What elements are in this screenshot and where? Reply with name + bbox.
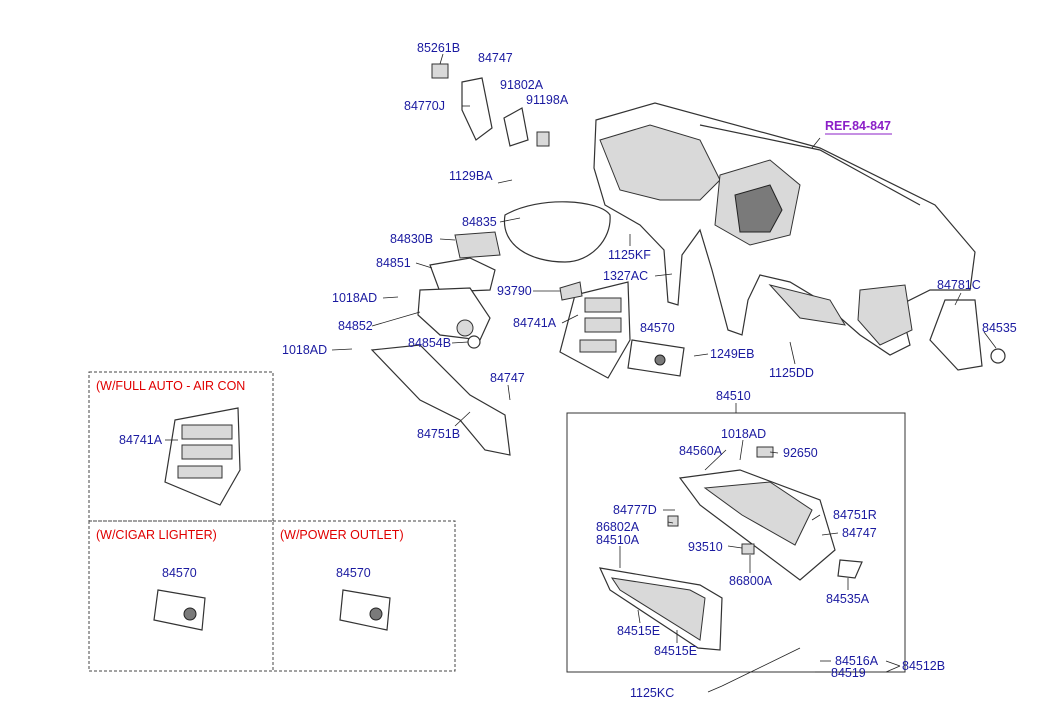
part-label-84852[interactable]: 84852	[338, 319, 373, 333]
part-label-84747-top[interactable]: 84747	[478, 51, 513, 65]
note-full-auto-aircon: (W/FULL AUTO - AIR CON	[96, 379, 245, 393]
part-label-84510[interactable]: 84510	[716, 389, 751, 403]
glove-box-illustration	[598, 446, 863, 651]
part-label-84854b[interactable]: 84854B	[408, 336, 451, 350]
part-label-86800a[interactable]: 86800A	[729, 574, 773, 588]
part-label-93790[interactable]: 93790	[497, 284, 532, 298]
part-label-84751b[interactable]: 84751B	[417, 427, 460, 441]
cigar-lighter-box	[88, 520, 274, 672]
power-outlet-option-illustration	[339, 589, 391, 631]
part-label-84741a-main[interactable]: 84741A	[513, 316, 557, 330]
part-label-84535[interactable]: 84535	[982, 321, 1017, 335]
part-label-1125kc[interactable]: 1125KC	[630, 686, 674, 700]
part-label-1327ac[interactable]: 1327AC	[603, 269, 648, 283]
leader-lines	[165, 53, 997, 693]
part-label-92650[interactable]: 92650	[783, 446, 818, 460]
cigar-lighter-illustration	[153, 589, 206, 631]
part-label-84535a[interactable]: 84535A	[826, 592, 870, 606]
side-cover-illustration	[929, 299, 1006, 371]
part-label-93510[interactable]: 93510	[688, 540, 723, 554]
part-label-84747-mid[interactable]: 84747	[490, 371, 525, 385]
part-label-84519[interactable]: 84519	[831, 666, 866, 680]
part-label-1125kf[interactable]: 1125KF	[608, 248, 651, 262]
side-vent-illustration	[431, 63, 550, 147]
center-fascia-illustration	[559, 281, 631, 379]
power-outlet-box	[272, 520, 456, 672]
part-label-84770j[interactable]: 84770J	[404, 99, 445, 113]
note-cigar-lighter: (W/CIGAR LIGHTER)	[96, 528, 217, 542]
part-label-86802a[interactable]: 86802A	[596, 520, 640, 534]
full-auto-fascia-illustration	[164, 407, 241, 506]
part-label-84851[interactable]: 84851	[376, 256, 411, 270]
part-label-84570-power[interactable]: 84570	[336, 566, 371, 580]
part-label-91198a[interactable]: 91198A	[526, 93, 569, 107]
part-label-84570-cigar[interactable]: 84570	[162, 566, 197, 580]
part-label-84835[interactable]: 84835	[462, 215, 497, 229]
part-label-91802a[interactable]: 91802A	[500, 78, 544, 92]
part-label-1249eb[interactable]: 1249EB	[710, 347, 754, 361]
part-label-84516a[interactable]: 84516A	[835, 654, 879, 668]
part-label-1125dd[interactable]: 1125DD	[769, 366, 814, 380]
column-shroud-illustration	[370, 201, 611, 456]
part-label-1018ad-c[interactable]: 1018AD	[721, 427, 766, 441]
part-label-84830b[interactable]: 84830B	[390, 232, 433, 246]
part-label-84515e-b[interactable]: 84515E	[654, 644, 697, 658]
part-label-1018ad-b[interactable]: 1018AD	[282, 343, 327, 357]
part-label-1129ba[interactable]: 1129BA	[449, 169, 493, 183]
part-label-84570-main[interactable]: 84570	[640, 321, 675, 335]
crash-pad-illustration	[593, 102, 976, 356]
part-label-84512b[interactable]: 84512B	[902, 659, 945, 673]
part-label-84510a[interactable]: 84510A	[596, 533, 640, 547]
part-label-84777d[interactable]: 84777D	[613, 503, 657, 517]
part-label-84515e-a[interactable]: 84515E	[617, 624, 660, 638]
part-label-85261b[interactable]: 85261B	[417, 41, 460, 55]
part-label-1018ad-a[interactable]: 1018AD	[332, 291, 377, 305]
part-label-84751r[interactable]: 84751R	[833, 508, 877, 522]
note-power-outlet: (W/POWER OUTLET)	[280, 528, 404, 542]
part-label-84781c[interactable]: 84781C	[937, 278, 981, 292]
part-label-84560a[interactable]: 84560A	[679, 444, 723, 458]
reference-label[interactable]: REF.84-847	[825, 119, 891, 133]
part-label-84741a-option[interactable]: 84741A	[119, 433, 163, 447]
power-outlet-illustration	[627, 339, 685, 377]
part-label-84747-right[interactable]: 84747	[842, 526, 877, 540]
